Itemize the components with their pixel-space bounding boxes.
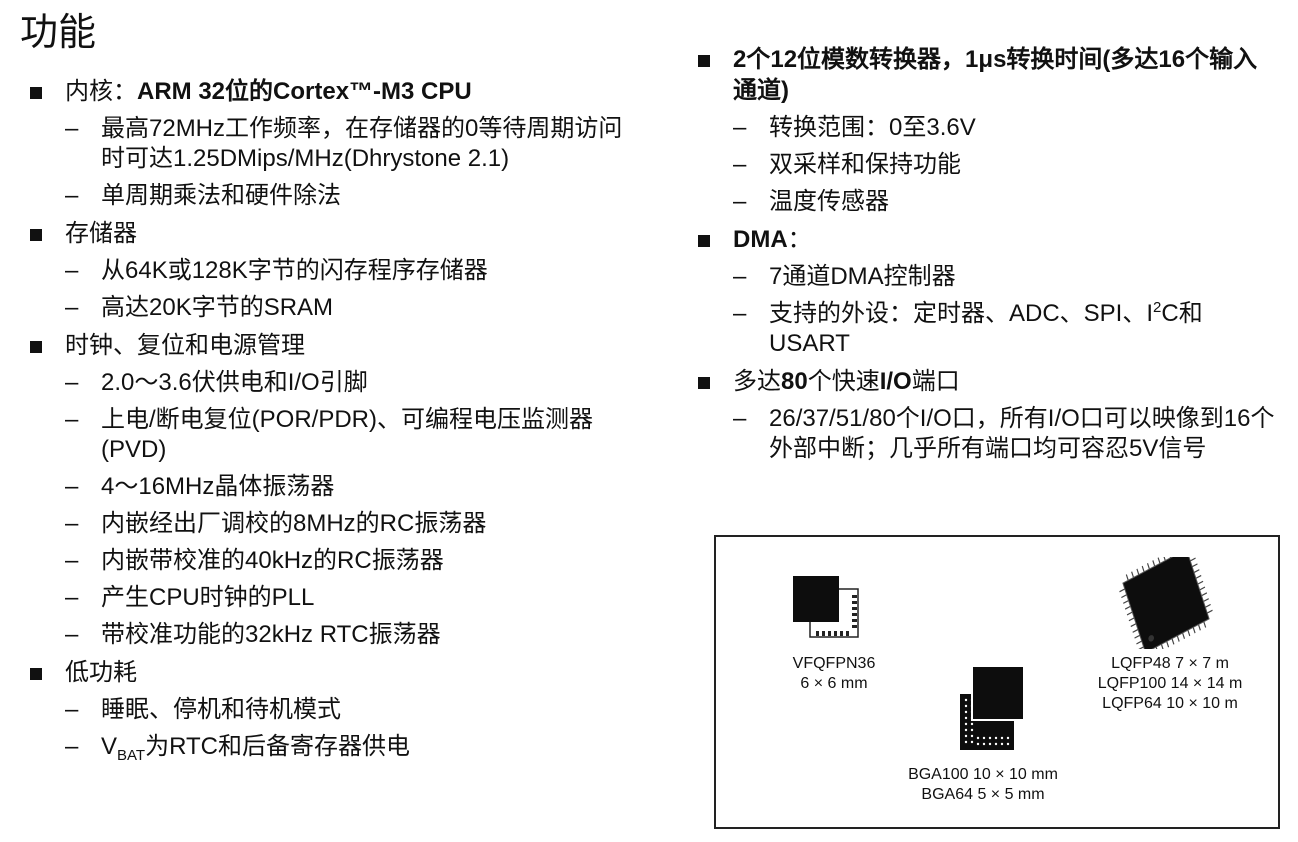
dash-bullet-icon: – [65,294,79,321]
list-item: –高达20K字节的SRAM [65,294,334,321]
feature-heading: 低功耗 [65,659,137,686]
list-item: –内嵌经出厂调校的8MHz的RC振荡器 [65,510,487,537]
dash-bullet-icon: – [65,547,79,574]
vfqfpn-label: VFQFPN36 6 × 6 mm [792,655,876,692]
feature-dma: DMA： –7通道DMA控制器 –支持的外设：定时器、ADC、SPI、I2C和U… [698,224,1278,359]
dash-bullet-icon: – [65,115,79,142]
square-bullet-icon [30,341,42,353]
page-title: 功能 [20,12,97,54]
square-bullet-icon [30,87,42,99]
list-item: –最高72MHz工作频率，在存储器的0等待周期访问时可达1.25DMips/MH… [65,115,623,172]
right-feature-column: 2个12位模数转换器，1μs转换时间(多达16个输入通道) –转换范围：0至3.… [698,44,1278,471]
feature-core: 内核：ARM 32位的Cortex™-M3 CPU –最高72MHz工作频率，在… [30,76,630,211]
dash-bullet-icon: – [733,151,747,178]
bga-label: BGA100 10 × 10 mm BGA64 5 × 5 mm [908,766,1058,803]
list-item: –睡眠、停机和待机模式 [65,696,341,723]
list-item: –内嵌带校准的40kHz的RC振荡器 [65,547,444,574]
dash-bullet-icon: – [733,405,747,432]
dash-bullet-icon: – [65,696,79,723]
feature-adc: 2个12位模数转换器，1μs转换时间(多达16个输入通道) –转换范围：0至3.… [698,44,1278,217]
dash-bullet-icon: – [65,406,79,433]
dash-bullet-icon: – [65,257,79,284]
bga-chip-icon [960,665,1025,750]
dash-bullet-icon: – [65,473,79,500]
square-bullet-icon [698,235,710,247]
feature-io-ports: 多达80个快速I/O端口 –26/37/51/80个I/O口，所有I/O口可以映… [698,366,1278,464]
list-item: –从64K或128K字节的闪存程序存储器 [65,257,488,284]
list-item: –双采样和保持功能 [733,151,961,178]
dash-bullet-icon: – [65,733,79,760]
feature-low-power: 低功耗 –睡眠、停机和待机模式 –VBAT为RTC和后备寄存器供电 [30,657,630,764]
dash-bullet-icon: – [733,188,747,215]
list-item: –支持的外设：定时器、ADC、SPI、I2C和USART [733,299,1203,357]
dash-bullet-icon: – [65,510,79,537]
dash-bullet-icon: – [65,621,79,648]
dash-bullet-icon: – [65,584,79,611]
list-item: –2.0～3.6伏供电和I/O引脚 [65,369,368,396]
left-feature-column: 内核：ARM 32位的Cortex™-M3 CPU –最高72MHz工作频率，在… [30,76,630,769]
list-item: –带校准功能的32kHz RTC振荡器 [65,621,441,648]
list-item: –单周期乘法和硬件除法 [65,182,341,209]
feature-heading: 多达80个快速I/O端口 [733,368,960,395]
feature-heading: 2个12位模数转换器，1μs转换时间(多达16个输入通道) [733,46,1258,104]
square-bullet-icon [30,668,42,680]
list-item: –上电/断电复位(POR/PDR)、可编程电压监测器(PVD) [65,406,593,463]
feature-heading: DMA： [733,226,812,253]
square-bullet-icon [698,377,710,389]
dash-bullet-icon: – [733,300,747,327]
dash-bullet-icon: – [733,263,747,290]
vfqfpn-chip-icon [793,576,859,638]
feature-heading: 时钟、复位和电源管理 [65,332,305,359]
dash-bullet-icon: – [65,369,79,396]
lqfp-chip-icon [1119,557,1213,649]
list-item: –转换范围：0至3.6V [733,114,976,141]
package-figure: VFQFPN36 6 × 6 mm BGA100 10 × 10 mm BGA6… [714,535,1280,829]
lqfp-label: LQFP48 7 × 7 m LQFP100 14 × 14 m LQFP64 … [1097,655,1243,712]
list-item: –产生CPU时钟的PLL [65,584,315,611]
square-bullet-icon [698,55,710,67]
feature-heading: 存储器 [65,220,137,247]
feature-heading: 内核：ARM 32位的Cortex™-M3 CPU [65,78,472,105]
list-item: –7通道DMA控制器 [733,263,956,290]
list-item: –VBAT为RTC和后备寄存器供电 [65,733,410,764]
feature-clock-reset-power: 时钟、复位和电源管理 –2.0～3.6伏供电和I/O引脚 –上电/断电复位(PO… [30,330,630,650]
dash-bullet-icon: – [65,182,79,209]
feature-memory: 存储器 –从64K或128K字节的闪存程序存储器 –高达20K字节的SRAM [30,218,630,323]
list-item: –温度传感器 [733,188,889,215]
square-bullet-icon [30,229,42,241]
list-item: –26/37/51/80个I/O口，所有I/O口可以映像到16个外部中断；几乎所… [733,405,1275,462]
dash-bullet-icon: – [733,114,747,141]
list-item: –4～16MHz晶体振荡器 [65,473,335,500]
